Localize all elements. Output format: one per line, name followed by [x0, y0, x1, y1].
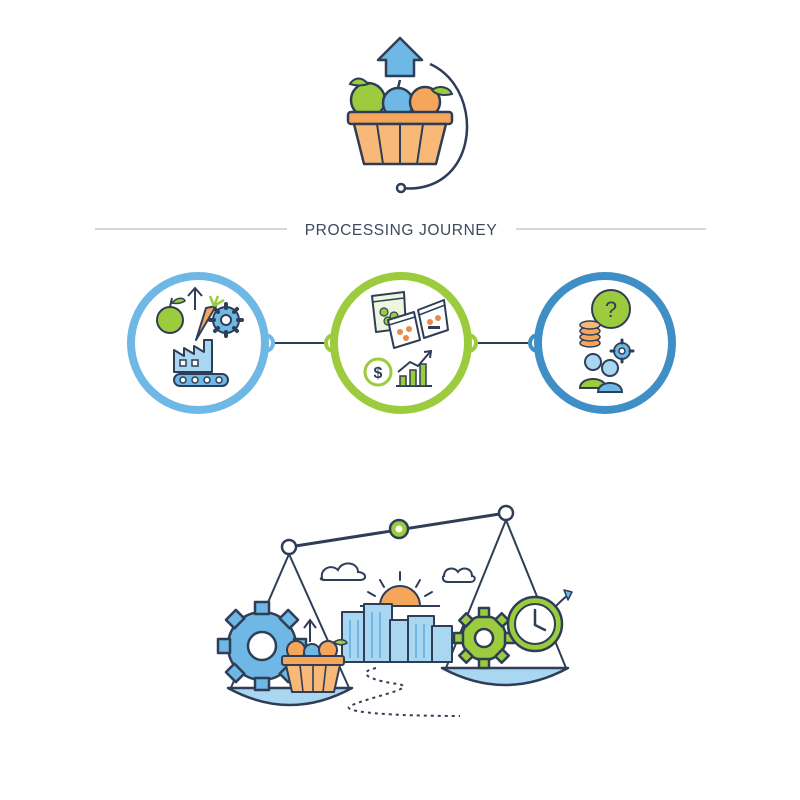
stage-1-farm-to-factory [127, 272, 269, 414]
farm-to-factory-icon [156, 286, 244, 387]
stage-3-ring [534, 272, 676, 414]
balance-scale-icon [216, 504, 573, 717]
fruit-basket-cycle-icon [346, 36, 469, 194]
stage-2-packaged-products: $ [330, 272, 472, 414]
section-title: PROCESSING JOURNEY [305, 222, 498, 239]
consumer-question-icon: ? [578, 289, 635, 393]
svg-text:$: $ [374, 365, 383, 382]
svg-text:?: ? [605, 297, 617, 322]
packaged-products-profit-icon: $ [363, 291, 449, 387]
stage-3-consumer: ? [534, 272, 676, 414]
stage-1-ring [127, 272, 269, 414]
section-header: PROCESSING JOURNEY [95, 222, 706, 239]
